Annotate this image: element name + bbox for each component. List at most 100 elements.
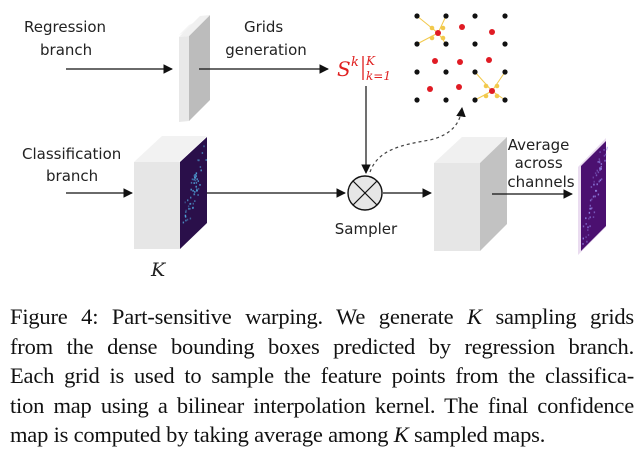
heatmap-speckle	[604, 153, 607, 156]
heatmap-speckle	[589, 199, 592, 202]
figure-caption: Figure 4: Part-sensitive warping. We gen…	[10, 302, 634, 450]
bilinear-kernel-line	[416, 32, 439, 45]
heatmap-speckle	[200, 169, 202, 172]
heatmap-speckle	[189, 203, 191, 205]
heatmap-speckle	[589, 207, 591, 210]
heatmap-speckle	[599, 151, 601, 153]
heatmap-speckle	[606, 146, 608, 149]
heatmap-speckle	[582, 225, 585, 228]
heatmap-speckle	[196, 178, 198, 181]
heatmap-speckle	[589, 216, 591, 219]
sample-point	[427, 86, 433, 92]
grid-point	[472, 41, 478, 47]
kernel-weight-point	[440, 25, 446, 31]
heatmap-speckle	[197, 187, 200, 190]
heatmap-speckle	[592, 216, 595, 218]
sampler-label: Sampler	[335, 220, 398, 238]
heatmap-speckle	[199, 166, 202, 168]
heatmap-speckle	[195, 173, 197, 176]
grid-point	[414, 13, 420, 19]
caption-k-symbol: K	[467, 304, 482, 329]
heatmap-speckle	[196, 188, 198, 191]
classification-heatmap-speckles	[182, 145, 207, 224]
caption-line: tion map using a bilinear interpolation …	[10, 392, 634, 418]
heatmap-speckle	[194, 176, 197, 179]
heatmap-speckle	[592, 176, 594, 179]
classification-branch-label: Classification branch	[22, 145, 126, 185]
grid-point	[414, 97, 420, 103]
heatmap-speckle	[593, 211, 596, 214]
grid-point	[472, 69, 478, 75]
caption-line: from the dense bounding boxes predicted …	[10, 333, 634, 359]
heatmap-speckle	[600, 163, 603, 165]
heatmap-speckle	[598, 161, 601, 164]
svg-text:k=1: k=1	[366, 69, 391, 83]
kernel-weight-point	[483, 93, 489, 99]
heatmap-speckle	[184, 214, 187, 217]
heatmap-speckle	[193, 174, 195, 177]
grid-point	[414, 69, 420, 75]
heatmap-speckle	[185, 219, 187, 222]
kernel-weight-point	[440, 35, 446, 41]
heatmap-speckle	[592, 195, 595, 198]
sample-point	[489, 88, 495, 94]
heatmap-speckle	[603, 149, 605, 151]
svg-text:S: S	[337, 57, 351, 81]
heatmap-speckle	[198, 159, 200, 162]
heatmap-speckle	[597, 193, 600, 196]
heatmap-speckle	[600, 168, 602, 170]
heatmap-speckle	[184, 201, 186, 204]
regression-feature-slab	[179, 15, 210, 122]
heatmap-speckle	[598, 159, 601, 162]
heatmap-speckle	[596, 183, 598, 186]
heatmap-speckle	[197, 180, 199, 182]
heatmap-speckle	[593, 183, 595, 186]
kernel-weight-point	[429, 35, 435, 41]
heatmap-speckle	[598, 158, 600, 160]
heatmap-speckle	[599, 169, 601, 171]
heatmap-speckle	[195, 185, 197, 188]
heatmap-speckle	[190, 196, 192, 199]
heatmap-speckle	[185, 211, 187, 213]
heatmap-speckle	[585, 236, 587, 239]
heatmap-speckle	[593, 180, 595, 183]
heatmap-speckle	[590, 207, 592, 210]
channels-k-label: K	[150, 259, 167, 281]
heatmap-speckle	[600, 178, 603, 181]
heatmap-speckle	[600, 165, 602, 168]
sample-point	[457, 59, 463, 65]
grid-point	[472, 13, 478, 19]
kernel-weight-point	[494, 83, 500, 89]
sample-point	[459, 24, 465, 30]
caption-line: map is computed by taking average among …	[10, 422, 546, 447]
heatmap-speckle	[189, 217, 192, 220]
heatmap-speckle	[192, 202, 194, 205]
heatmap-speckle	[604, 159, 606, 162]
heatmap-speckle	[192, 189, 194, 192]
heatmap-speckle	[182, 221, 185, 224]
heatmap-speckle	[597, 161, 599, 163]
bilinear-kernel-line	[437, 15, 447, 34]
grid-point	[443, 41, 449, 47]
heatmap-speckle	[205, 159, 207, 161]
grid-point	[472, 97, 478, 103]
heatmap-speckle	[194, 174, 196, 176]
average-across-channels-label: Average across channels	[507, 136, 574, 191]
grid-set-symbol: S k K k=1	[337, 54, 391, 83]
sampler-operator	[347, 175, 383, 211]
bilinear-kernel-line	[474, 71, 493, 92]
heatmap-speckle	[194, 191, 196, 193]
bilinear-kernel-line	[474, 90, 493, 101]
heatmap-speckle	[187, 205, 190, 208]
heatmap-speckle	[582, 243, 584, 245]
caption-k-symbol: K	[393, 422, 409, 447]
caption-line: Each grid is used to sample the feature …	[10, 363, 634, 388]
heatmap-speckle	[191, 178, 194, 181]
grid-point	[502, 97, 508, 103]
heatmap-speckle	[588, 217, 590, 220]
sample-point	[432, 58, 438, 64]
heatmap-speckle	[593, 195, 595, 198]
heatmap-speckle	[588, 211, 591, 214]
heatmap-speckle	[197, 159, 199, 162]
heatmap-speckle	[594, 172, 597, 175]
